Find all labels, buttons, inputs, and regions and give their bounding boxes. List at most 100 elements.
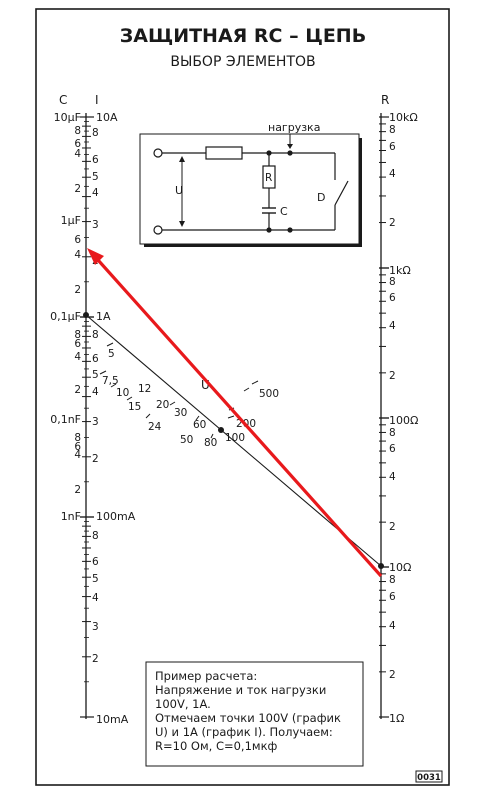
c-major-label: 0,1nF [50, 413, 81, 426]
page-title: ЗАЩИТНАЯ RC – ЦЕПЬ [120, 25, 366, 47]
r-minor-label: 2 [389, 217, 396, 229]
terminal-top [153, 148, 163, 158]
u-value-label: 30 [174, 407, 187, 419]
i-axis-header: I [95, 93, 99, 107]
example-note-line: 100V, 1A. [155, 697, 211, 711]
r-minor-label: 2 [389, 669, 396, 681]
red-arrow [87, 248, 383, 578]
c-minor-label: 2 [74, 183, 81, 195]
u-value-label: 50 [180, 434, 193, 446]
red-arrow-shaft [96, 258, 383, 578]
i-scale-minor-labels: 8 6 5 4 3 2 8 6 5 4 3 2 8 6 5 4 3 2 [92, 127, 99, 665]
c-minor-label: 2 [74, 284, 81, 296]
u-value-label: 15 [128, 401, 141, 413]
c-minor-label: 6 [74, 338, 81, 350]
r-major-label: 10Ω [389, 561, 411, 574]
circuit-shadow-bottom [144, 244, 362, 247]
circuit-diagram: нагрузка D U R C [139, 121, 362, 247]
c-minor-label: 2 [74, 484, 81, 496]
u-scale-tick [251, 380, 259, 385]
i-minor-label: 8 [92, 127, 99, 139]
scale-ticks [80, 116, 389, 718]
junction-dot [287, 150, 293, 156]
c-minor-label: 6 [74, 234, 81, 246]
c-major-label: 1nF [61, 510, 81, 523]
u-scale-tick [243, 387, 250, 392]
i-minor-label: 4 [92, 592, 99, 604]
point-100v [218, 427, 224, 433]
voltage-arrow-head-top [179, 156, 185, 162]
voltage-arrow-head-bottom [179, 221, 185, 227]
i-minor-label: 8 [92, 329, 99, 341]
i-minor-label: 5 [92, 171, 99, 183]
c-minor-label: 4 [74, 148, 81, 160]
r-minor-label: 4 [389, 620, 396, 632]
example-note-line: Пример расчета: [155, 669, 257, 683]
c-major-label: 0,1µF [50, 310, 81, 323]
r-minor-label: 8 [389, 574, 396, 586]
c-major-label: 1µF [61, 214, 81, 227]
u-value-label: 20 [156, 399, 169, 411]
u-value-label: 100 [225, 432, 245, 444]
r-scale-major-labels: 10kΩ 1kΩ 100Ω 10Ω 1Ω [389, 111, 418, 725]
example-note-line: Напряжение и ток нагрузки [155, 683, 326, 697]
r-minor-label: 6 [389, 141, 396, 153]
page-subtitle: ВЫБОР ЭЛЕМЕНТОВ [170, 54, 315, 70]
c-minor-label: 6 [74, 138, 81, 150]
u-scale-tick [227, 415, 235, 419]
i-minor-label: 2 [92, 653, 99, 665]
i-scale-major-labels: 10A 1A 100mA 10mA [96, 111, 136, 726]
c-minor-label: 8 [74, 125, 81, 137]
i-major-label: 10A [96, 111, 118, 124]
u-scale-tick [126, 396, 133, 401]
c-minor-label: 4 [74, 249, 81, 261]
c-minor-label: 8 [74, 432, 81, 444]
i-minor-label: 4 [92, 187, 99, 199]
r-minor-label: 6 [389, 591, 396, 603]
point-10ohm [378, 563, 384, 569]
c-minor-label: 6 [74, 441, 81, 453]
i-minor-label: 4 [92, 386, 99, 398]
r-axis-header: R [381, 93, 389, 107]
r-minor-label: 6 [389, 443, 396, 455]
circuit-frame [139, 133, 360, 245]
i-minor-label: 3 [92, 621, 99, 633]
r-minor-label: 8 [389, 124, 396, 136]
i-major-label: 100mA [96, 510, 136, 523]
u-scale-label: U [201, 378, 210, 392]
i-minor-label: 6 [92, 154, 99, 166]
outer-frame [35, 8, 450, 786]
u-scale-tick [145, 413, 151, 419]
r-minor-label: 4 [389, 471, 396, 483]
capacitor-c-label: C [280, 205, 288, 218]
u-value-label: 24 [148, 421, 162, 433]
u-value-label: 7,5 [102, 375, 119, 387]
switch-d-label: D [317, 191, 325, 204]
u-value-label: 500 [259, 388, 279, 400]
code-badge: 0031 [417, 773, 441, 783]
c-scale-minor-labels: 8 6 4 2 6 4 2 8 6 4 2 8 6 4 2 [74, 125, 81, 496]
terminal-bottom [153, 225, 163, 235]
c-major-label: 10µF [54, 111, 81, 124]
r-minor-label: 2 [389, 370, 396, 382]
junction-dot [266, 150, 272, 156]
resistor-series [205, 146, 243, 160]
i-major-label: 10mA [96, 713, 129, 726]
load-label: нагрузка [268, 121, 320, 134]
i-minor-label: 3 [92, 416, 99, 428]
junction-dot [266, 227, 272, 233]
switch-d [334, 180, 349, 206]
u-value-label: 60 [193, 419, 206, 431]
circuit-shadow [359, 138, 362, 247]
i-minor-label: 3 [92, 219, 99, 231]
c-axis-header: C [59, 93, 67, 107]
r-major-label: 1kΩ [389, 264, 411, 277]
r-major-label: 10kΩ [389, 111, 418, 124]
i-major-label: 1A [96, 310, 111, 323]
red-arrow-head [87, 248, 104, 265]
r-minor-label: 6 [389, 292, 396, 304]
r-scale-minor-labels: 8 6 4 2 8 6 4 2 8 6 4 2 8 6 4 2 [389, 124, 396, 681]
i-minor-label: 5 [92, 369, 99, 381]
u-scale-tick [99, 370, 107, 375]
